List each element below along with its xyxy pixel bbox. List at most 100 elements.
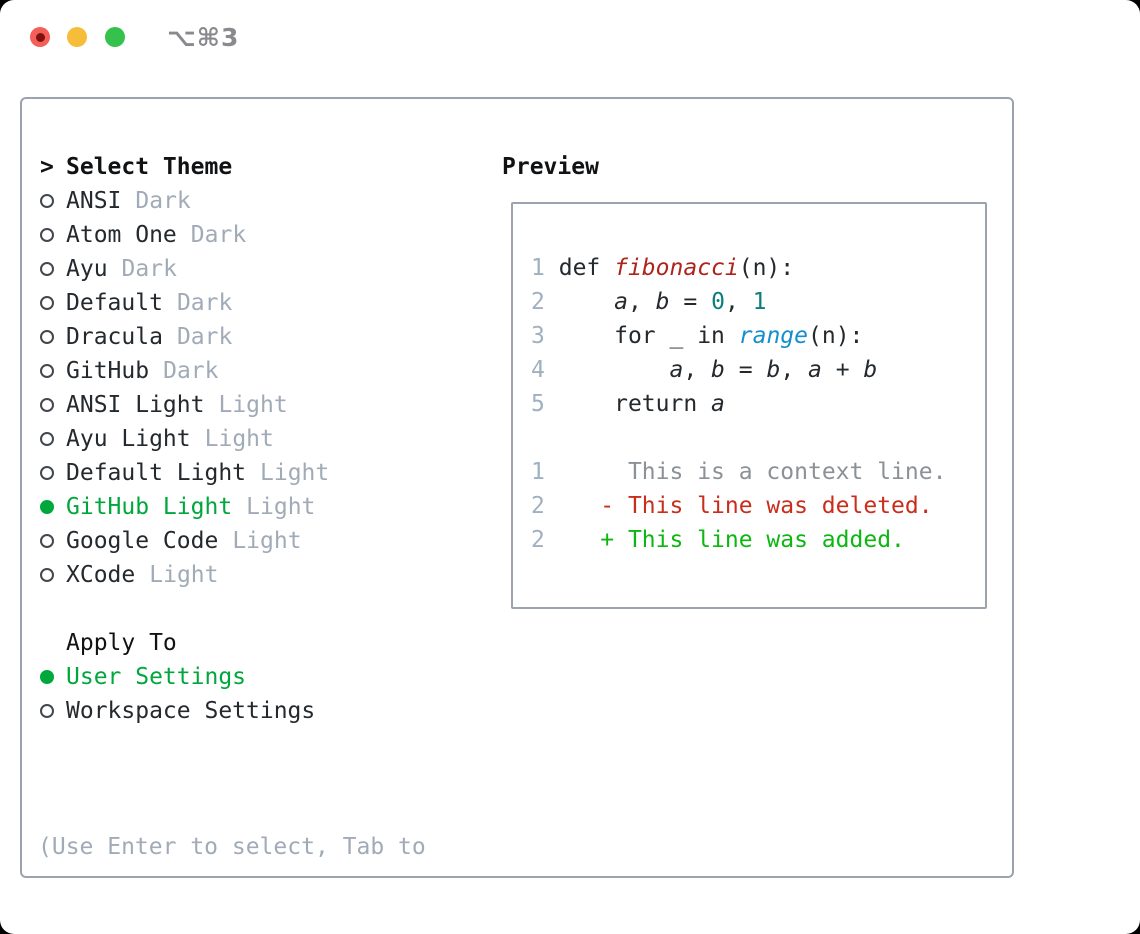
code-token: a bbox=[669, 357, 684, 383]
code-token bbox=[545, 323, 614, 349]
theme-name: Ayu Light bbox=[66, 426, 191, 452]
theme-option-default[interactable]: Default Dark bbox=[40, 286, 426, 320]
radio-icon bbox=[40, 262, 54, 276]
radio-icon bbox=[40, 228, 54, 242]
marker-gutter bbox=[40, 228, 66, 242]
code-token: 0 bbox=[711, 289, 725, 315]
line-number: 1 bbox=[531, 459, 545, 485]
marker-gutter bbox=[40, 500, 66, 514]
theme-name: GitHub Light bbox=[66, 494, 233, 520]
code-token: This is a context line. bbox=[627, 459, 947, 485]
code-token: (n): bbox=[738, 255, 795, 281]
marker-gutter bbox=[40, 194, 66, 208]
theme-variant: Light bbox=[218, 392, 288, 418]
code-token: a bbox=[808, 357, 822, 383]
theme-option-github-light[interactable]: GitHub Light Light bbox=[40, 490, 426, 524]
radio-icon bbox=[40, 534, 54, 548]
minimize-button[interactable] bbox=[67, 27, 87, 47]
code-token: def bbox=[558, 255, 615, 281]
window-title: ⌥⌘3 bbox=[167, 23, 240, 52]
preview-line-1: 1 def fibonacci(n): bbox=[531, 251, 985, 285]
apply-option-workspace-settings[interactable]: Workspace Settings bbox=[40, 694, 426, 728]
radio-icon bbox=[40, 398, 54, 412]
theme-name: GitHub bbox=[66, 358, 150, 384]
theme-name: Default Light bbox=[66, 460, 247, 486]
code-token: , bbox=[683, 357, 712, 383]
apply-option-user-settings[interactable]: User Settings bbox=[40, 660, 426, 694]
code-token: b bbox=[711, 357, 725, 383]
apply-option-label: User Settings bbox=[66, 664, 247, 690]
theme-name: ANSI Light bbox=[66, 392, 205, 418]
code-token: range bbox=[738, 323, 808, 349]
marker-gutter bbox=[40, 398, 66, 412]
apply-option-label: Workspace Settings bbox=[66, 698, 316, 724]
radio-selected-icon bbox=[40, 500, 54, 514]
marker-gutter bbox=[40, 704, 66, 718]
theme-option-ansi-light[interactable]: ANSI Light Light bbox=[40, 388, 426, 422]
apply-to-heading: Apply To bbox=[66, 630, 177, 656]
theme-name: Default bbox=[66, 290, 163, 316]
radio-icon bbox=[40, 194, 54, 208]
marker-gutter bbox=[40, 670, 66, 684]
select-theme-heading-row: > Select Theme bbox=[40, 150, 426, 184]
marker-gutter bbox=[40, 568, 66, 582]
code-token: , bbox=[724, 289, 753, 315]
marker-gutter bbox=[40, 330, 66, 344]
code-token: = bbox=[669, 289, 712, 315]
theme-name: Atom One bbox=[66, 222, 177, 248]
maximize-button[interactable] bbox=[105, 27, 125, 47]
preview-heading: Preview bbox=[502, 154, 599, 180]
line-number: 3 bbox=[531, 323, 545, 349]
titlebar: ⌥⌘3 bbox=[0, 0, 1140, 74]
select-theme-heading: Select Theme bbox=[66, 154, 233, 180]
preview-line-2: 2 a, b = 0, 1 bbox=[531, 285, 985, 319]
theme-name: Ayu bbox=[66, 256, 108, 282]
code-token: in bbox=[697, 323, 739, 349]
apply-to-heading-row: Apply To bbox=[40, 626, 426, 660]
line-number: 5 bbox=[531, 391, 545, 417]
marker-gutter bbox=[40, 534, 66, 548]
radio-icon bbox=[40, 432, 54, 446]
theme-name: Dracula bbox=[66, 324, 163, 350]
theme-variant: Light bbox=[260, 460, 330, 486]
code-token: b bbox=[863, 357, 878, 383]
radio-icon bbox=[40, 364, 54, 378]
theme-variant: Dark bbox=[176, 290, 233, 316]
code-token: a bbox=[614, 289, 628, 315]
help-text: (Use Enter to select, Tab to change focu… bbox=[38, 762, 426, 934]
radio-icon bbox=[40, 296, 54, 310]
close-button[interactable] bbox=[30, 27, 50, 47]
code-token bbox=[545, 255, 559, 281]
radio-icon bbox=[40, 568, 54, 582]
radio-selected-icon bbox=[40, 670, 54, 684]
theme-variant: Light bbox=[246, 494, 316, 520]
line-number: 4 bbox=[531, 357, 545, 383]
code-token: 1 bbox=[752, 289, 767, 315]
theme-variant: Light bbox=[232, 528, 302, 554]
code-token: b bbox=[766, 357, 781, 383]
marker-gutter bbox=[40, 364, 66, 378]
line-number: 2 bbox=[531, 493, 545, 519]
radio-icon bbox=[40, 466, 54, 480]
theme-variant: Light bbox=[149, 562, 219, 588]
code-token: - This line was deleted. bbox=[600, 493, 933, 519]
preview-line-7: 1 This is a context line. bbox=[531, 455, 985, 489]
close-dot-icon bbox=[35, 32, 45, 42]
theme-option-default-light[interactable]: Default Light Light bbox=[40, 456, 426, 490]
code-token: (n): bbox=[808, 323, 864, 349]
code-token: fibonacci bbox=[614, 255, 739, 281]
preview-line-9: 2 + This line was added. bbox=[531, 523, 985, 557]
